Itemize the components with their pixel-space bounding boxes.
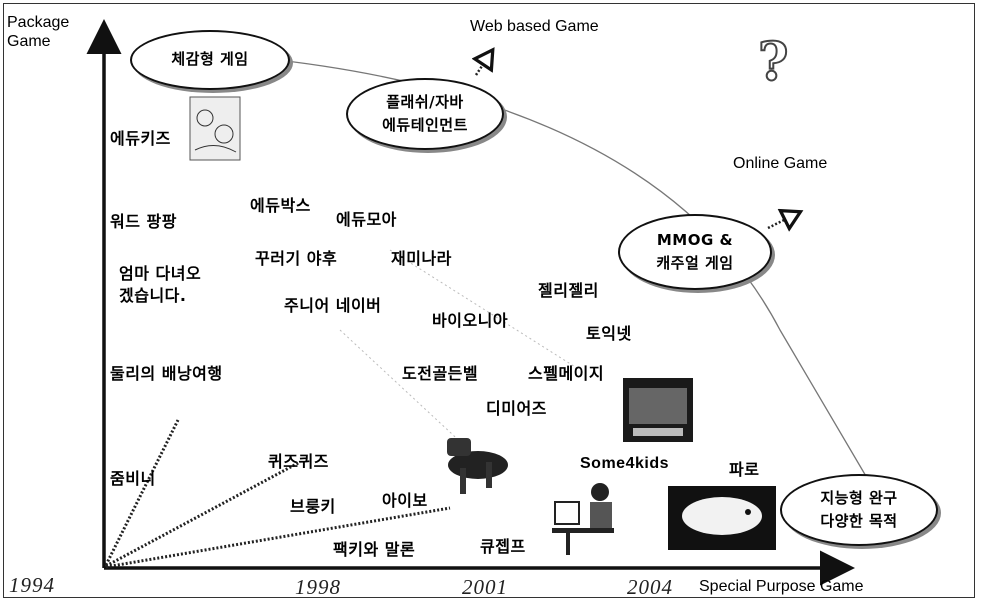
product-some4kids: Some4kids xyxy=(580,455,669,472)
product-zoombinis: 줌비니 xyxy=(110,469,156,488)
evolution-curve xyxy=(259,57,881,501)
product-jellyjelly: 젤리젤리 xyxy=(538,281,599,300)
online-game-label: Online Game xyxy=(733,155,828,172)
flash-java-edutainment-oval: 플래쉬/자바 에듀테인먼트 xyxy=(346,78,504,150)
product-cuzep: 큐젭프 xyxy=(480,537,526,556)
product-yahoo-kids: 꾸러기 야후 xyxy=(255,249,338,268)
y-axis-label-line1: Package xyxy=(7,14,70,31)
product-bionia: 바이오니아 xyxy=(432,311,509,330)
product-dooly-backpacking: 둘리의 배낭여행 xyxy=(110,364,223,383)
year-1998: 1998 xyxy=(295,575,341,599)
casual-game-text: 캐주얼 게임 xyxy=(656,254,734,272)
edukids-box-image xyxy=(189,96,241,161)
year-1994: 1994 xyxy=(9,573,55,597)
product-brungki: 브룽키 xyxy=(290,497,336,516)
mmog-casual-oval: MMOG & 캐주얼 게임 xyxy=(618,214,772,290)
product-jaeminara: 재미나라 xyxy=(391,249,452,268)
question-mark-icon: ? xyxy=(757,31,790,94)
x-axis-label: Special Purpose Game xyxy=(699,578,864,595)
dotted-ray-2 xyxy=(105,460,301,568)
smart-toy-text: 지능형 완구 xyxy=(820,488,898,507)
product-edubox: 에듀박스 xyxy=(250,196,311,215)
product-mom-line2: 겠습니다. xyxy=(119,286,187,305)
smart-toy-oval: 지능형 완구 다양한 목적 xyxy=(780,474,938,546)
product-toeicnet: 토익넷 xyxy=(586,324,632,343)
product-golden-bell: 도전골든벨 xyxy=(402,364,479,383)
mmog-text: MMOG & xyxy=(656,230,734,249)
year-2004: 2004 xyxy=(627,575,673,599)
product-junior-naver: 주니어 네이버 xyxy=(284,296,382,315)
flash-java-text: 플래쉬/자바 xyxy=(386,92,464,111)
edutainment-text: 에듀테인먼트 xyxy=(382,116,468,134)
product-mom-line1: 엄마 다녀오 xyxy=(119,264,202,283)
product-dimiers: 디미어즈 xyxy=(486,399,547,418)
web-based-game-label: Web based Game xyxy=(470,18,599,35)
product-edukids: 에듀키즈 xyxy=(110,129,171,148)
product-edumoa: 에듀모아 xyxy=(336,210,397,229)
diagram-frame xyxy=(3,3,975,598)
child-at-computer-image xyxy=(552,483,614,555)
product-quizquiz: 퀴즈퀴즈 xyxy=(268,452,329,471)
haptic-game-text: 체감형 게임 xyxy=(171,50,249,69)
web-arrow xyxy=(476,54,490,76)
product-aibo: 아이보 xyxy=(382,491,428,510)
various-purpose-text: 다양한 목적 xyxy=(820,512,898,530)
aibo-robot-image xyxy=(447,438,508,494)
paro-seal-robot-image xyxy=(668,486,776,550)
y-axis-label-line2: Game xyxy=(7,33,51,50)
product-word-pangpang: 워드 팡팡 xyxy=(110,212,177,231)
product-packy-marlon: 팩키와 말론 xyxy=(333,540,416,559)
faint-guide-2 xyxy=(339,329,481,461)
haptic-game-oval: 체감형 게임 xyxy=(130,30,290,90)
game-screenshot-image xyxy=(623,378,693,442)
dotted-ray-1 xyxy=(104,419,180,566)
product-paro: 파로 xyxy=(729,460,760,479)
online-arrow xyxy=(767,214,796,228)
year-2001: 2001 xyxy=(462,575,508,599)
product-spellmage: 스펠메이지 xyxy=(528,364,605,383)
